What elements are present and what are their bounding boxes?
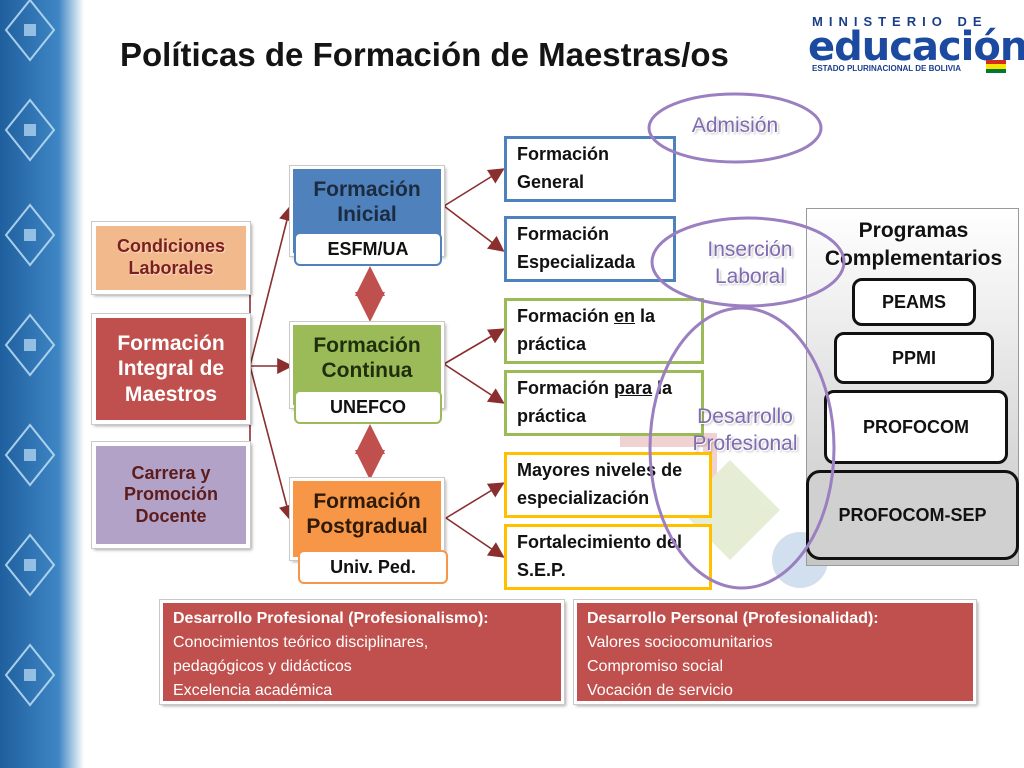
- logo-line-3: ESTADO PLURINACIONAL DE BOLIVIA: [812, 64, 962, 73]
- en-practica-post: la práctica: [517, 306, 656, 354]
- desarrollo-personal-box: Desarrollo Personal (Profesionalidad): V…: [573, 599, 977, 705]
- personal-heading: Desarrollo Personal (Profesionalidad):: [587, 610, 879, 627]
- en-practica-underlined: en: [614, 306, 636, 327]
- decorative-side-band: [0, 0, 84, 768]
- profesional-line-1: Conocimientos teórico disciplinares,: [173, 634, 429, 651]
- program-ppmi: PPMI: [834, 332, 994, 384]
- mayores-niveles-box: Mayores niveles de especialización: [504, 452, 712, 518]
- programas-title: Programas Complementarios: [824, 219, 1003, 271]
- fortalecimiento-box: Fortalecimiento del S.E.P.: [504, 524, 712, 590]
- formacion-general-box: Formación General: [504, 136, 676, 202]
- insercion-laboral-label: Inserción Laboral: [707, 238, 793, 289]
- admision-oval: [647, 92, 823, 164]
- unefco-label: UNEFCO: [294, 390, 442, 424]
- para-practica-pre: Formación: [517, 378, 615, 399]
- personal-line-3: Vocación de servicio: [587, 682, 733, 699]
- profesional-heading: Desarrollo Profesional (Profesionalismo)…: [173, 610, 489, 627]
- condiciones-laborales-box: Condiciones Laborales: [91, 221, 251, 295]
- desarrollo-profesional-box: Desarrollo Profesional (Profesionalismo)…: [159, 599, 565, 705]
- desarrollo-oval: [648, 306, 836, 590]
- profesional-line-3: Excelencia académica: [173, 682, 333, 699]
- formacion-para-practica-box: Formación para la práctica: [504, 370, 704, 436]
- desarrollo-profesional-label: Desarrollo Profesional: [692, 405, 798, 456]
- insercion-oval: [650, 216, 846, 308]
- bolivia-flag-icon: [986, 60, 1006, 73]
- slide-title: Políticas de Formación de Maestras/os: [120, 36, 729, 73]
- en-practica-pre: Formación: [517, 306, 615, 327]
- program-profocom: PROFOCOM: [824, 390, 1008, 464]
- personal-line-1: Valores sociocomunitarios: [587, 634, 773, 651]
- ministry-logo: MINISTERIO DE educación ESTADO PLURINACI…: [808, 8, 1024, 78]
- formacion-postgradual-box: Formación Postgradual: [289, 477, 445, 561]
- logo-line-1: MINISTERIO DE: [812, 14, 988, 29]
- esfm-ua-label: ESFM/UA: [294, 232, 442, 266]
- program-peams: PEAMS: [852, 278, 976, 326]
- formacion-integral-box: Formación Integral de Maestros: [91, 313, 251, 425]
- program-profocom-sep: PROFOCOM-SEP: [806, 470, 1019, 560]
- formacion-en-practica-box: Formación en la práctica: [504, 298, 704, 364]
- profesional-line-2: pedagógicos y didácticos: [173, 658, 352, 675]
- univ-ped-label: Univ. Ped.: [298, 550, 448, 584]
- formacion-especializada-box: Formación Especializada: [504, 216, 676, 282]
- para-practica-underlined: para: [614, 378, 653, 399]
- carrera-promocion-box: Carrera y Promoción Docente: [91, 441, 251, 549]
- admision-label: Admisión: [691, 114, 779, 137]
- personal-line-2: Compromiso social: [587, 658, 724, 675]
